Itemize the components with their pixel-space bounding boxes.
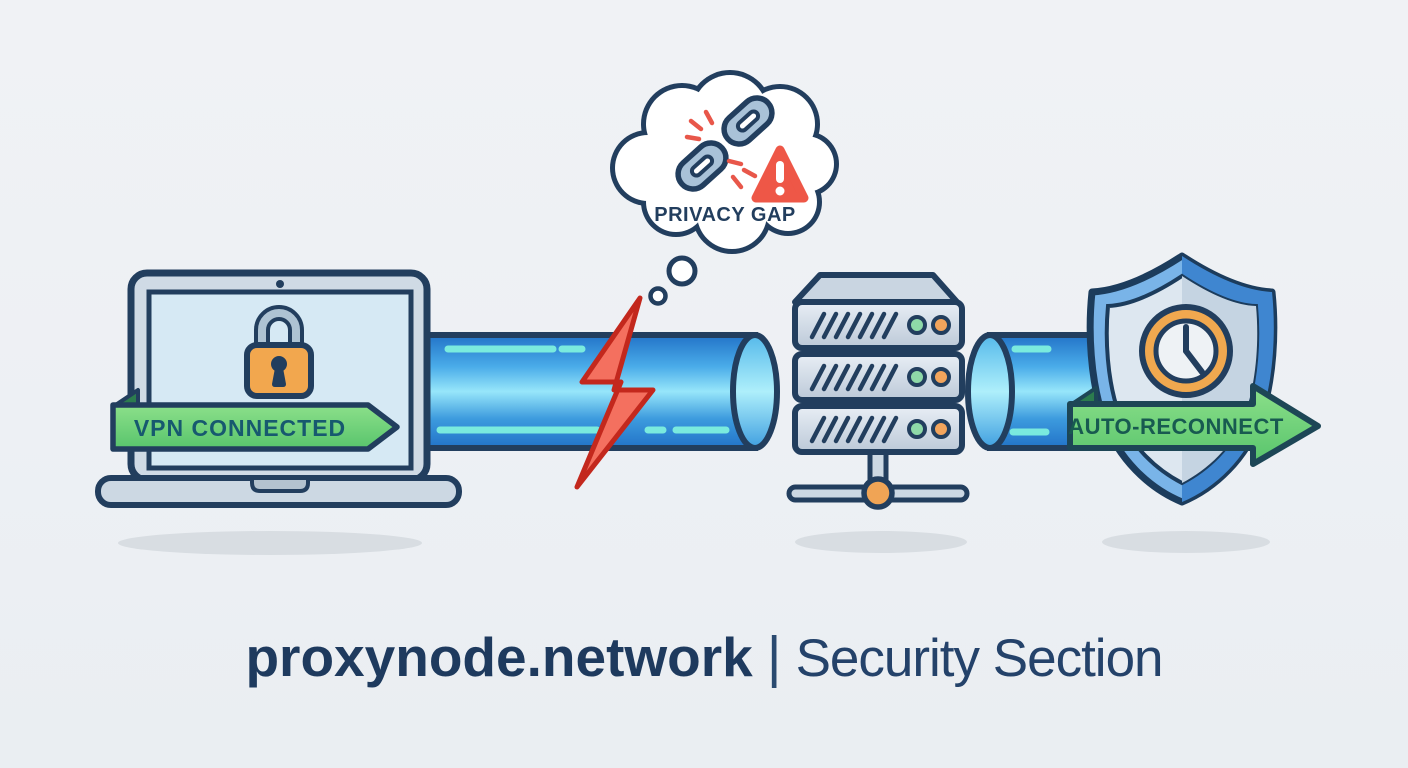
broken-chain-icon <box>675 95 775 192</box>
ribbon-body <box>110 402 400 452</box>
chain-link-lower <box>675 140 729 192</box>
vpn-status-label: VPN CONNECTED <box>134 415 346 441</box>
caption-separator: | <box>766 625 782 689</box>
keyhole-slot <box>272 368 286 387</box>
exclamation-bar <box>776 161 784 183</box>
arrow-banner-body <box>1067 383 1321 467</box>
server-top-cap <box>792 272 960 305</box>
server-unit <box>792 299 965 351</box>
pipe-end-cap <box>965 332 1015 451</box>
thought-bubble-small <box>648 286 668 306</box>
section-name: Security Section <box>795 629 1164 688</box>
brand-name: proxynode.network <box>245 626 753 688</box>
shield-shadow <box>1102 531 1270 553</box>
ground-shadows <box>118 531 1270 555</box>
webcam-dot <box>276 280 284 288</box>
vent-slashes <box>809 311 899 340</box>
vpn-tunnel-pipe-left <box>422 332 780 451</box>
led-orange <box>931 367 951 387</box>
lightning-bolt-icon <box>574 295 656 490</box>
pipe-end-cap <box>730 332 780 451</box>
reconnect-label: AUTO-RECONNECT <box>1068 414 1284 439</box>
shield-icon <box>1086 252 1278 506</box>
break-sparks <box>684 109 758 190</box>
warning-triangle-icon <box>751 145 809 203</box>
server-unit <box>792 403 965 455</box>
server-rack-icon <box>786 272 970 510</box>
reconnect-banner: AUTO-RECONNECT <box>1067 383 1321 467</box>
led-green <box>907 315 927 335</box>
clock-icon <box>1139 304 1233 398</box>
pipe-highlights <box>436 345 730 434</box>
laptop-notch <box>250 476 310 493</box>
pipe-highlights <box>1009 345 1052 436</box>
clock-hour-hand <box>1183 348 1205 375</box>
vent-slashes <box>809 415 899 444</box>
caption: proxynode.network|Security Section <box>0 624 1408 690</box>
laptop-shadow <box>118 531 422 555</box>
network-node-icon <box>861 476 895 510</box>
led-green <box>907 419 927 439</box>
led-orange <box>931 315 951 335</box>
vpn-status-banner: VPN CONNECTED <box>110 388 400 452</box>
exclamation-dot <box>775 186 785 196</box>
lock-shackle <box>258 309 300 354</box>
padlock-icon <box>244 305 314 399</box>
privacy-gap-label: PRIVACY GAP <box>654 204 795 226</box>
led-green <box>907 367 927 387</box>
server-unit <box>792 351 965 403</box>
server-shadow <box>795 531 967 553</box>
thought-cloud: PRIVACY GAP <box>610 70 839 306</box>
thought-bubble-large <box>666 255 698 287</box>
led-orange <box>931 419 951 439</box>
vent-slashes <box>809 363 899 392</box>
chain-link-upper <box>721 95 775 147</box>
